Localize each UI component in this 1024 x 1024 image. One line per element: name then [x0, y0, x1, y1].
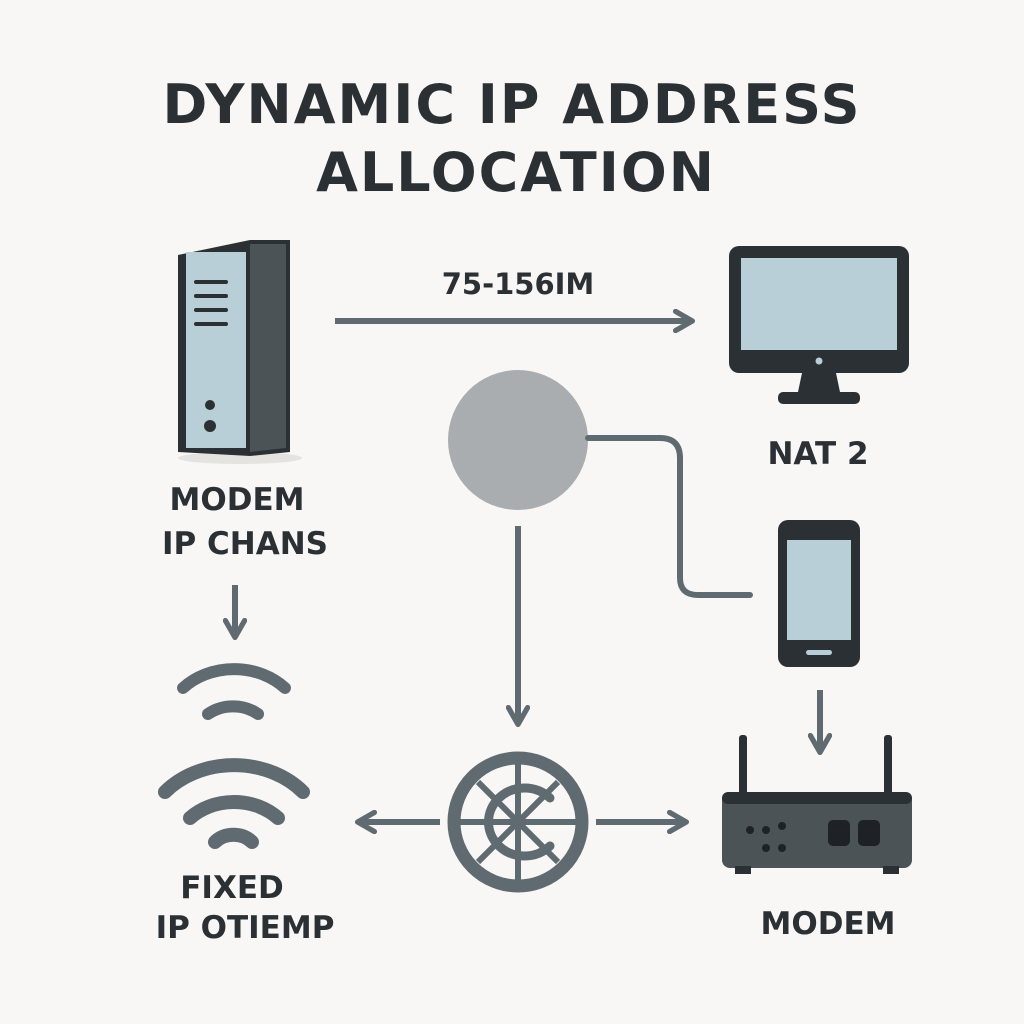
arrow-label: 75-156IM	[441, 267, 595, 301]
router-label: MODEM	[760, 906, 896, 942]
monitor-label: NAT 2	[767, 436, 869, 472]
title-line-2: ALLOCATION	[316, 141, 716, 204]
server-label-2: IP CHANS	[161, 526, 329, 562]
wifi-label-2: IP OTIEMP	[155, 910, 335, 946]
link-hub-to-phone	[585, 435, 753, 598]
server-tower-icon	[178, 240, 302, 464]
title-line-1: DYNAMIC IP ADDRESS	[162, 73, 862, 136]
router-icon	[722, 735, 912, 874]
server-label-1: MODEM	[169, 482, 305, 518]
wifi-label-1: FIXED	[180, 870, 284, 906]
circle-node-icon	[448, 370, 588, 510]
globe-icon	[447, 751, 589, 893]
wifi-icon	[158, 663, 310, 849]
monitor-icon	[729, 246, 909, 404]
smartphone-icon	[778, 520, 860, 667]
